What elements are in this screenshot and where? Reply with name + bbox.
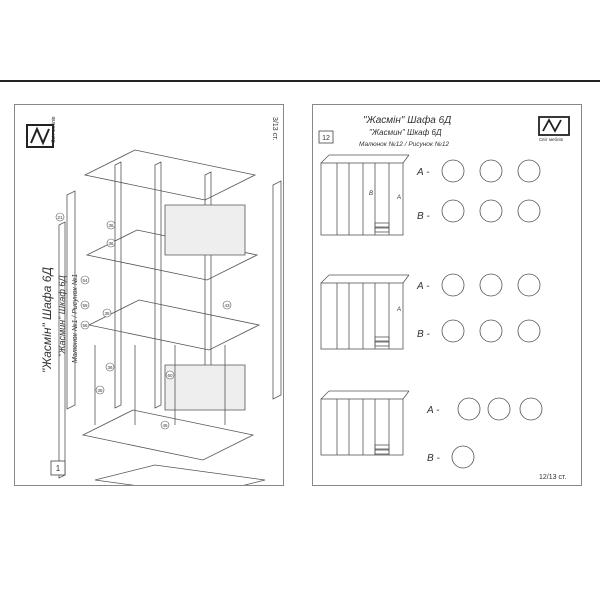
top-divider-line (0, 80, 600, 82)
page-number-box (50, 460, 66, 476)
figure-caption: Малюнок №12 / Рисунок №12 (359, 141, 449, 148)
part-label: 36 (108, 241, 114, 246)
wardrobe-front-view (320, 390, 410, 456)
part-label: 36 (107, 365, 113, 370)
page-number: 12 (322, 135, 330, 142)
part-label: 56 (82, 323, 88, 328)
hinge-adjust-detail-icons (451, 397, 543, 469)
door-mark: A (396, 307, 401, 313)
step-label: B - (427, 453, 440, 464)
part-label: 35 (97, 388, 103, 393)
page-number: 1 (56, 464, 61, 473)
step-1: B A A - B - (320, 154, 541, 236)
logo-icon (26, 124, 54, 148)
logo-icon (538, 116, 570, 136)
page-subtitle: "Жасмин" Шкаф 6Д (369, 128, 442, 137)
left-instruction-page: Світ меблів 3/13 ст. "Жасмін" Шафа 6Д "Ж… (14, 104, 284, 486)
part-label: 35 (104, 311, 110, 316)
figure-caption: Малюнок №1 / Рисунок №1 (72, 274, 79, 363)
page-number-box (318, 130, 334, 144)
door-mark: A (396, 195, 401, 201)
hinge-adjust-detail-icons (441, 159, 541, 223)
page-title: "Жасмін" Шафа 6Д (40, 267, 54, 373)
logo-brand-text: Світ меблів (539, 137, 563, 142)
step-label: A - (426, 405, 440, 416)
hinge-adjust-detail-icons (441, 273, 541, 343)
page-counter: 3/13 ст. (271, 117, 278, 140)
step-2: A A - B - (320, 273, 541, 350)
page-title: "Жасмін" Шафа 6Д (363, 114, 451, 126)
logo-brand-text: Світ меблів (51, 116, 57, 143)
part-label: 21 (57, 215, 63, 220)
part-label: 45 (162, 423, 168, 428)
right-page-drawing: 12 "Жасмін" Шафа 6Д "Жасмин" Шкаф 6Д Мал… (318, 114, 570, 481)
part-label: 60 (167, 373, 173, 378)
page-counter: 12/13 ст. (539, 474, 566, 481)
part-label: 55 (82, 303, 88, 308)
left-page-drawing: Світ меблів 3/13 ст. "Жасмін" Шафа 6Д "Ж… (26, 116, 282, 485)
step-label: B - (417, 329, 430, 340)
page-subtitle: "Жасмин" Шкаф 6Д (57, 275, 67, 357)
step-3: A - B - (320, 390, 543, 469)
part-label: 43 (224, 303, 230, 308)
wardrobe-exploded-diagram (58, 149, 282, 485)
part-label: 54 (82, 278, 88, 283)
right-instruction-page: 12 "Жасмін" Шафа 6Д "Жасмин" Шкаф 6Д Мал… (312, 104, 582, 486)
step-label: A - (416, 167, 430, 178)
wardrobe-front-view (320, 274, 410, 350)
part-labels: 21 36 36 54 55 56 35 43 36 60 35 45 (55, 212, 232, 430)
step-label: A - (416, 281, 430, 292)
part-label: 36 (108, 223, 114, 228)
wardrobe-front-view (320, 154, 410, 236)
step-label: B - (417, 211, 430, 222)
door-mark: B (369, 191, 373, 197)
